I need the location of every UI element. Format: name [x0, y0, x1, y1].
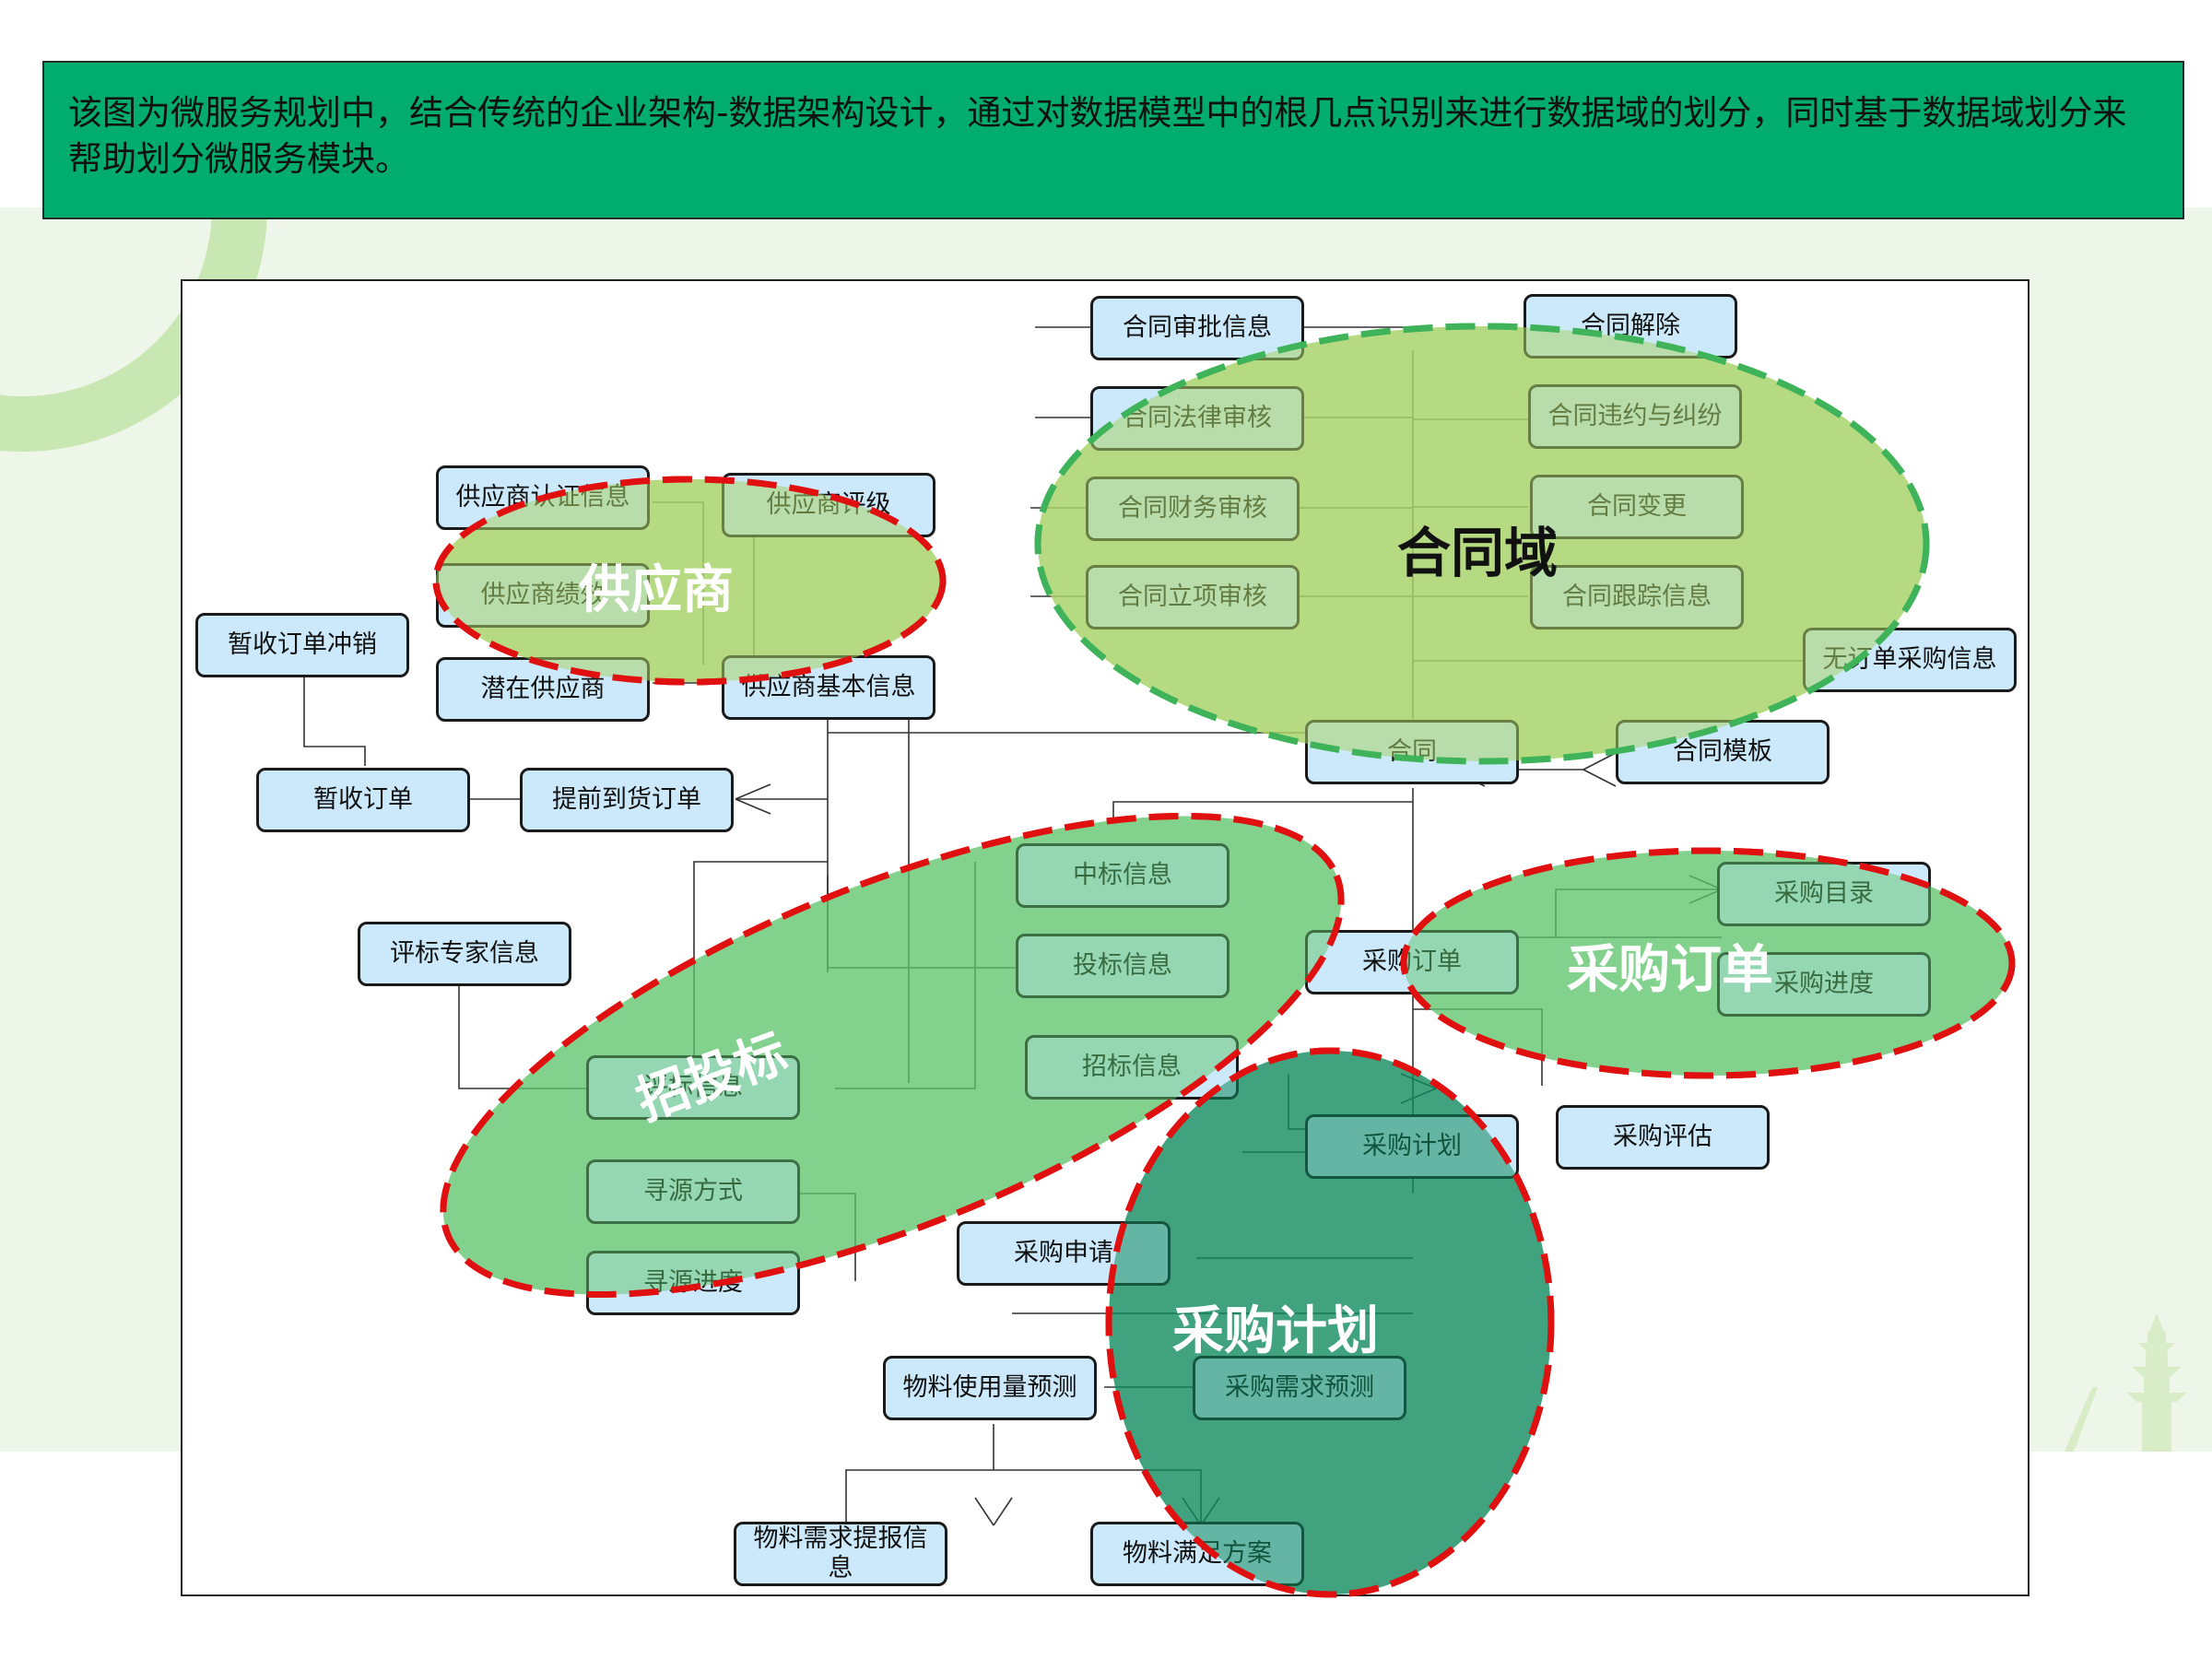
- entity-purchase-eval[interactable]: 采购评估: [1556, 1105, 1770, 1170]
- entity-contract-tracking[interactable]: 合同跟踪信息: [1530, 565, 1744, 629]
- entity-contract-finance-review[interactable]: 合同财务审核: [1086, 477, 1300, 541]
- description-banner: 该图为微服务规划中，结合传统的企业架构-数据架构设计，通过对数据模型中的根几点识…: [42, 61, 2184, 219]
- entity-potential-supplier[interactable]: 潜在供应商: [436, 657, 650, 722]
- entity-purchase-catalog[interactable]: 采购目录: [1717, 862, 1931, 926]
- entity-contract-change[interactable]: 合同变更: [1530, 475, 1744, 539]
- entity-material-usage-forecast[interactable]: 物料使用量预测: [883, 1356, 1097, 1420]
- entity-contract-template[interactable]: 合同模板: [1616, 720, 1830, 784]
- entity-winning-bid[interactable]: 中标信息: [1016, 843, 1230, 908]
- entity-material-fulfillment-plan[interactable]: 物料满足方案: [1090, 1522, 1304, 1586]
- entity-temp-receipt-reversal[interactable]: 暂收订单冲销: [195, 613, 409, 677]
- entity-purchase-order[interactable]: 采购订单: [1305, 930, 1519, 994]
- entity-no-order-purchase[interactable]: 无订单采购信息: [1803, 628, 2017, 692]
- banner-text: 该图为微服务规划中，结合传统的企业架构-数据架构设计，通过对数据模型中的根几点识…: [68, 93, 2126, 179]
- entity-contract-approval[interactable]: 合同审批信息: [1090, 296, 1304, 360]
- entity-early-delivery-order[interactable]: 提前到货订单: [520, 768, 734, 832]
- entity-supplier-cert[interactable]: 供应商认证信息: [436, 465, 650, 530]
- entity-contract-legal-review[interactable]: 合同法律审核: [1090, 386, 1304, 451]
- entity-bid-info[interactable]: 投标信息: [1016, 934, 1230, 998]
- entity-purchase-demand-forecast[interactable]: 采购需求预测: [1193, 1356, 1406, 1420]
- entity-bid-expert[interactable]: 评标专家信息: [358, 922, 571, 986]
- entity-contract[interactable]: 合同: [1305, 720, 1519, 784]
- entity-purchase-request[interactable]: 采购申请: [957, 1221, 1171, 1286]
- domain-label-contract: 合同域: [1397, 510, 1558, 587]
- pagoda-watermark: [2055, 1313, 2212, 1452]
- entity-sourcing-progress[interactable]: 寻源进度: [586, 1251, 800, 1315]
- entity-material-demand-report[interactable]: 物料需求提报信息: [734, 1522, 947, 1586]
- entity-temp-receipt-order[interactable]: 暂收订单: [256, 768, 470, 832]
- entity-supplier-basic[interactable]: 供应商基本信息: [722, 655, 935, 720]
- domain-label-purchase-plan: 采购计划: [1172, 1289, 1379, 1364]
- entity-contract-breach-dispute[interactable]: 合同违约与纠纷: [1528, 384, 1742, 449]
- entity-tender-info[interactable]: 招标信息: [1025, 1035, 1239, 1100]
- entity-purchase-plan[interactable]: 采购计划: [1305, 1114, 1519, 1179]
- entity-contract-setup-review[interactable]: 合同立项审核: [1086, 565, 1300, 629]
- domain-label-purchase-order: 采购订单: [1567, 928, 1773, 1003]
- entity-supplier-rating[interactable]: 供应商评级: [722, 473, 935, 537]
- entity-contract-termination[interactable]: 合同解除: [1524, 294, 1737, 359]
- entity-sourcing-method[interactable]: 寻源方式: [586, 1159, 800, 1224]
- domain-label-supplier: 供应商: [579, 548, 734, 623]
- data-domain-diagram: 合同审批信息 合同解除 合同法律审核 合同违约与纠纷 合同财务审核 合同变更 合…: [181, 279, 2030, 1596]
